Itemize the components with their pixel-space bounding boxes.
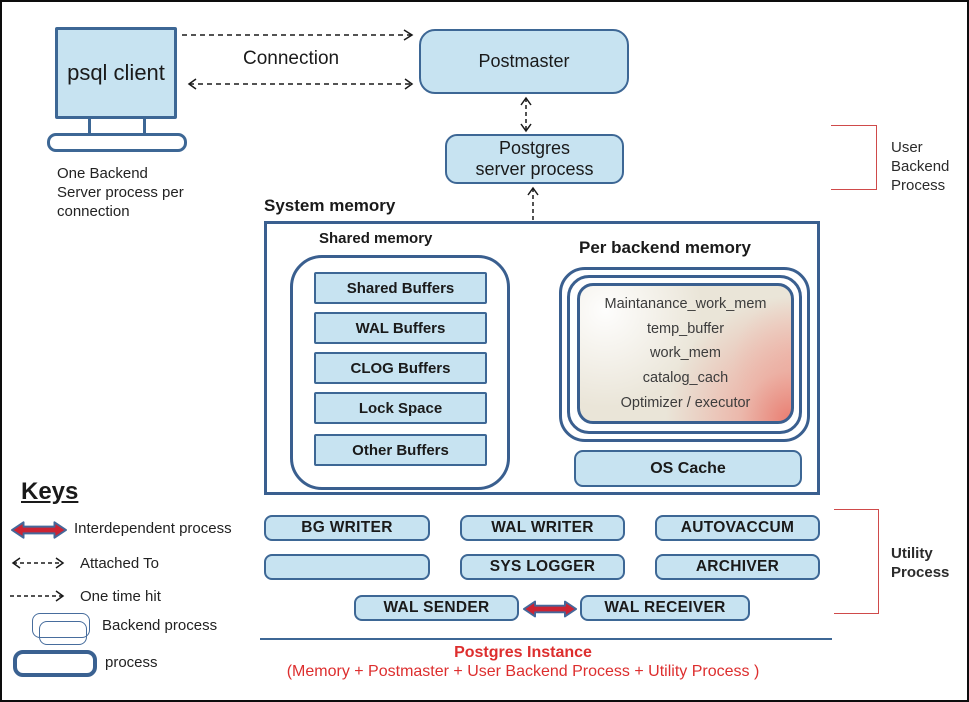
attached-to-arrow-icon: [11, 557, 65, 569]
interdependent-arrow-icon: [10, 521, 68, 539]
monitor-leg-icon: [88, 118, 91, 134]
backend-process-icon: [39, 621, 87, 645]
process-icon: [13, 650, 97, 677]
user-backend-process-label: User Backend Process: [891, 139, 950, 194]
interdependent-process-label: Interdependent process: [74, 520, 232, 537]
interdependent-arrow-icon: [522, 600, 578, 618]
os-cache-box: OS Cache: [574, 450, 802, 487]
utility-bracket: [834, 509, 879, 614]
connection-label: Connection: [243, 48, 340, 69]
postgres-instance-subtitle: (Memory + Postmaster + User Backend Proc…: [286, 663, 760, 680]
autovaccum-box: AUTOVACCUM: [655, 515, 820, 541]
process-label: process: [105, 654, 158, 671]
wal-sender-box: WAL SENDER: [354, 595, 519, 621]
shared-memory-title: Shared memory: [319, 230, 433, 247]
client-caption: One Backend Server process per connectio…: [57, 165, 184, 220]
monitor-leg-icon: [143, 118, 146, 134]
shared-buffers-box: Shared Buffers: [314, 272, 487, 304]
wal-writer-box: WAL WRITER: [460, 515, 625, 541]
attached-to-arrow-icon: [520, 96, 532, 133]
archiver-box: ARCHIVER: [655, 554, 820, 580]
wal-receiver-box: WAL RECEIVER: [580, 595, 750, 621]
postmaster-box: Postmaster: [419, 29, 629, 94]
postgres-instance-caption: Postgres Instance (Memory + Postmaster +…: [242, 643, 804, 681]
clog-buffers-box: CLOG Buffers: [314, 352, 487, 384]
attached-to-label: Attached To: [80, 555, 159, 572]
bg-writer-box: BG WRITER: [264, 515, 430, 541]
backend-process-icon: [32, 613, 90, 638]
utility-process-label: Utility Process: [891, 545, 950, 581]
attached-to-arrow-icon: [187, 78, 414, 90]
one-time-hit-arrow-icon: [10, 590, 65, 602]
footer-divider: [260, 638, 832, 640]
backend-process-label: Backend process: [102, 617, 218, 634]
system-memory-title: System memory: [264, 196, 396, 215]
sys-logger-box: SYS LOGGER: [460, 554, 625, 580]
wal-buffers-box: WAL Buffers: [314, 312, 487, 344]
other-buffers-box: Other Buffers: [314, 434, 487, 466]
shared-memory-container: [290, 255, 510, 490]
user-backend-bracket: [831, 125, 877, 190]
unnamed-process-box: [264, 554, 430, 580]
per-backend-memory-title: Per backend memory: [579, 238, 751, 257]
monitor-base-icon: [47, 133, 187, 152]
one-time-hit-arrow-icon: [182, 29, 414, 41]
one-time-hit-label: One time hit: [80, 588, 161, 605]
postgres-server-process-box: Postgres server process: [445, 134, 624, 184]
per-backend-memory-box: Maintanance_work_mem temp_buffer work_me…: [577, 283, 794, 424]
psql-client-label: psql client: [67, 60, 165, 85]
lock-space-box: Lock Space: [314, 392, 487, 424]
keys-title: Keys: [21, 478, 79, 505]
postmaster-label: Postmaster: [478, 51, 570, 71]
postgres-instance-title: Postgres Instance: [454, 644, 592, 661]
psql-client-box: psql client: [55, 27, 177, 119]
